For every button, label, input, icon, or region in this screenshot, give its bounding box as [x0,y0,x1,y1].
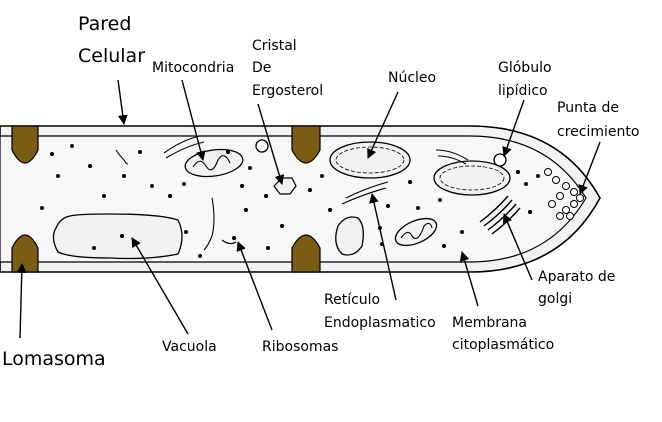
nucleus [329,141,411,179]
label-cristal-ergosterol: Cristal De Ergosterol [252,38,323,99]
label-pointers [16,79,601,339]
label-punta-crecimiento: Punta de crecimiento [557,100,639,140]
label-pared-celular: Pared Celular [78,13,145,67]
label-aparato-golgi: Aparato de golgi [538,269,620,307]
label-reticulo: Retículo Endoplasmatico [324,292,436,331]
ribosomes [40,144,540,258]
label-globulo-lipidico: Glóbulo lipídico [498,60,556,99]
vacuole [52,213,183,260]
label-nucleo: Núcleo [388,70,436,86]
label-membrana: Membrana citoplasmático [452,315,554,353]
label-ribosomas: Ribosomas [262,339,338,355]
vesicle-large [335,216,364,256]
vesicle-small [255,139,269,153]
lipid-globule [493,153,507,167]
nucleus-2 [433,160,511,196]
label-mitocondria: Mitocondria [152,60,234,76]
label-vacuola: Vacuola [162,339,217,355]
mitochondrion-2 [394,217,438,247]
septum-right [291,125,321,273]
growth-tip-vesicles [544,168,584,220]
label-lomasoma: Lomasoma [2,348,106,370]
septum-left [11,125,39,273]
